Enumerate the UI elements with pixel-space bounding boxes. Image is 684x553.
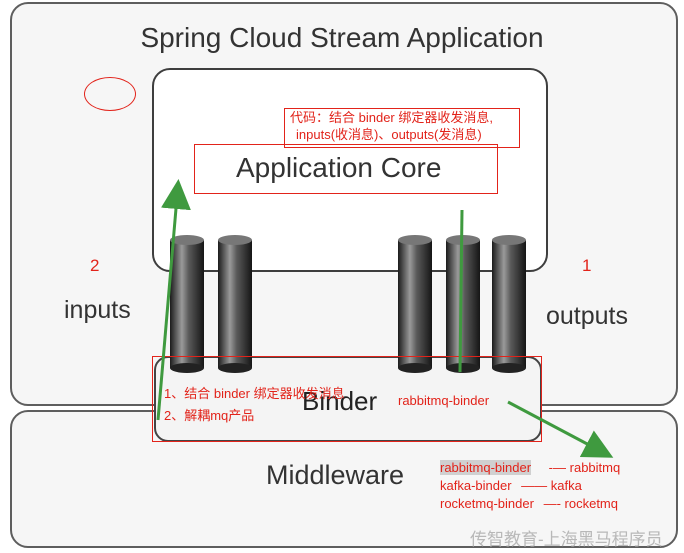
core-highlight-box	[194, 144, 498, 194]
mapping-binder: rocketmq-binder	[440, 496, 534, 511]
mapping-sep: -—	[548, 460, 567, 475]
application-core-label: Application Core	[236, 152, 442, 183]
binder-name-label: rabbitmq-binder	[398, 393, 490, 408]
mapping-row: rabbitmq-binder -— rabbitmq	[440, 459, 620, 477]
input-pillar-2	[218, 235, 252, 373]
output-pillar-3	[492, 235, 526, 373]
output-pillar-1	[398, 235, 432, 373]
mapping-sep: —-	[543, 496, 561, 511]
red-ellipse-mark	[84, 77, 136, 111]
input-arrow	[156, 179, 191, 421]
output-arrow-to-mq	[507, 400, 614, 458]
core-note-box	[284, 108, 520, 148]
mapping-row: rocketmq-binder —- rocketmq	[440, 495, 620, 513]
mapping-target: rabbitmq	[569, 460, 621, 475]
mapping-binder: rabbitmq-binder	[440, 460, 532, 475]
outputs-label: outputs	[546, 302, 629, 330]
mapping-sep: ——	[521, 478, 548, 493]
mapping-binder: kafka-binder	[440, 478, 512, 493]
output-pillar-2	[446, 235, 480, 373]
binder-note-line1: 1、结合 binder 绑定器收发消息	[164, 386, 345, 401]
input-pillar-1	[170, 235, 204, 373]
binder-label: Binder	[302, 386, 378, 416]
binder-mapping-list: rabbitmq-binder -— rabbitmq kafka-binder…	[440, 459, 620, 513]
core-note-line2: inputs(收消息)、outputs(发消息)	[296, 127, 482, 142]
mapping-row: kafka-binder —— kafka	[440, 477, 620, 495]
application-core-box	[152, 68, 548, 272]
mapping-target: kafka	[550, 478, 582, 493]
inputs-label: inputs	[64, 296, 131, 324]
step-number-1: 1	[582, 256, 592, 275]
binder-note-line2: 2、解耦mq产品	[164, 408, 255, 423]
core-note-line1: 代码：结合 binder 绑定器收发消息,	[290, 110, 493, 125]
output-arrow-down	[458, 209, 464, 373]
middleware-label: Middleware	[266, 460, 405, 490]
watermark: 传智教育-上海黑马程序员	[470, 530, 663, 549]
step-number-2: 2	[90, 256, 100, 275]
diagram-title: Spring Cloud Stream Application	[140, 22, 544, 53]
binder-note-box	[152, 356, 542, 442]
mapping-target: rocketmq	[564, 496, 618, 511]
